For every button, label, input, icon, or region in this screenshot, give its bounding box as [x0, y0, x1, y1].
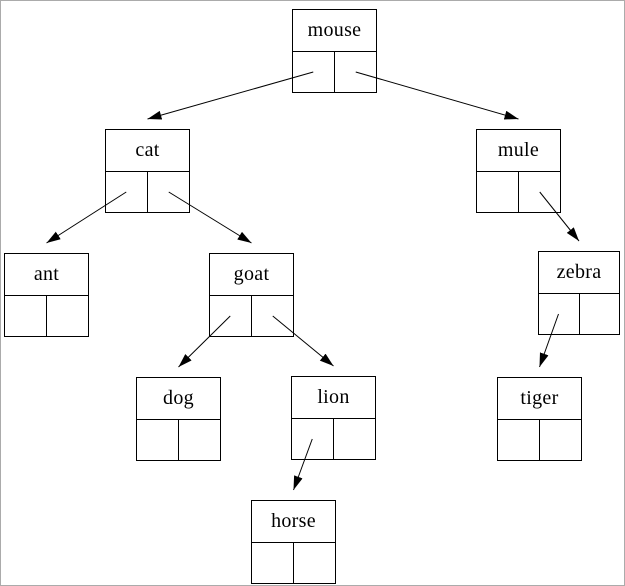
zebra-left-pointer-cell: [539, 294, 580, 334]
node-pointer-row-dog: [137, 420, 220, 460]
goat-right-pointer-cell: [252, 296, 293, 336]
ant-right-pointer-cell: [47, 296, 88, 336]
tree-node-zebra: zebra: [538, 251, 620, 335]
node-label-horse: horse: [252, 501, 335, 543]
tree-node-ant: ant: [4, 253, 89, 337]
node-pointer-row-ant: [5, 296, 88, 336]
dog-right-pointer-cell: [179, 420, 220, 460]
mule-right-pointer-cell: [519, 172, 560, 212]
tree-node-tiger: tiger: [497, 377, 582, 461]
tree-node-goat: goat: [209, 253, 294, 337]
node-pointer-row-horse: [252, 543, 335, 583]
horse-right-pointer-cell: [294, 543, 335, 583]
node-pointer-row-mule: [477, 172, 560, 212]
mouse-left-pointer-cell: [293, 52, 335, 92]
node-pointer-row-cat: [106, 172, 189, 212]
cat-left-pointer-cell: [106, 172, 148, 212]
tree-node-dog: dog: [136, 377, 221, 461]
node-pointer-row-zebra: [539, 294, 619, 334]
node-pointer-row-mouse: [293, 52, 376, 92]
node-label-lion: lion: [292, 377, 375, 419]
cat-right-pointer-cell: [148, 172, 189, 212]
tiger-right-pointer-cell: [540, 420, 581, 460]
node-label-tiger: tiger: [498, 378, 581, 420]
mule-left-pointer-cell: [477, 172, 519, 212]
node-label-cat: cat: [106, 130, 189, 172]
dog-left-pointer-cell: [137, 420, 179, 460]
node-label-mule: mule: [477, 130, 560, 172]
node-pointer-row-tiger: [498, 420, 581, 460]
goat-left-pointer-cell: [210, 296, 252, 336]
lion-right-pointer-cell: [334, 419, 375, 459]
node-label-goat: goat: [210, 254, 293, 296]
node-label-mouse: mouse: [293, 10, 376, 52]
mouse-right-pointer-cell: [335, 52, 376, 92]
lion-left-pointer-cell: [292, 419, 334, 459]
tree-node-horse: horse: [251, 500, 336, 584]
node-pointer-row-goat: [210, 296, 293, 336]
tree-node-lion: lion: [291, 376, 376, 460]
tree-node-cat: cat: [105, 129, 190, 213]
ant-left-pointer-cell: [5, 296, 47, 336]
node-label-dog: dog: [137, 378, 220, 420]
node-label-ant: ant: [5, 254, 88, 296]
tree-node-mouse: mouse: [292, 9, 377, 93]
horse-left-pointer-cell: [252, 543, 294, 583]
tree-node-mule: mule: [476, 129, 561, 213]
tiger-left-pointer-cell: [498, 420, 540, 460]
node-pointer-row-lion: [292, 419, 375, 459]
zebra-right-pointer-cell: [580, 294, 620, 334]
node-label-zebra: zebra: [539, 252, 619, 294]
